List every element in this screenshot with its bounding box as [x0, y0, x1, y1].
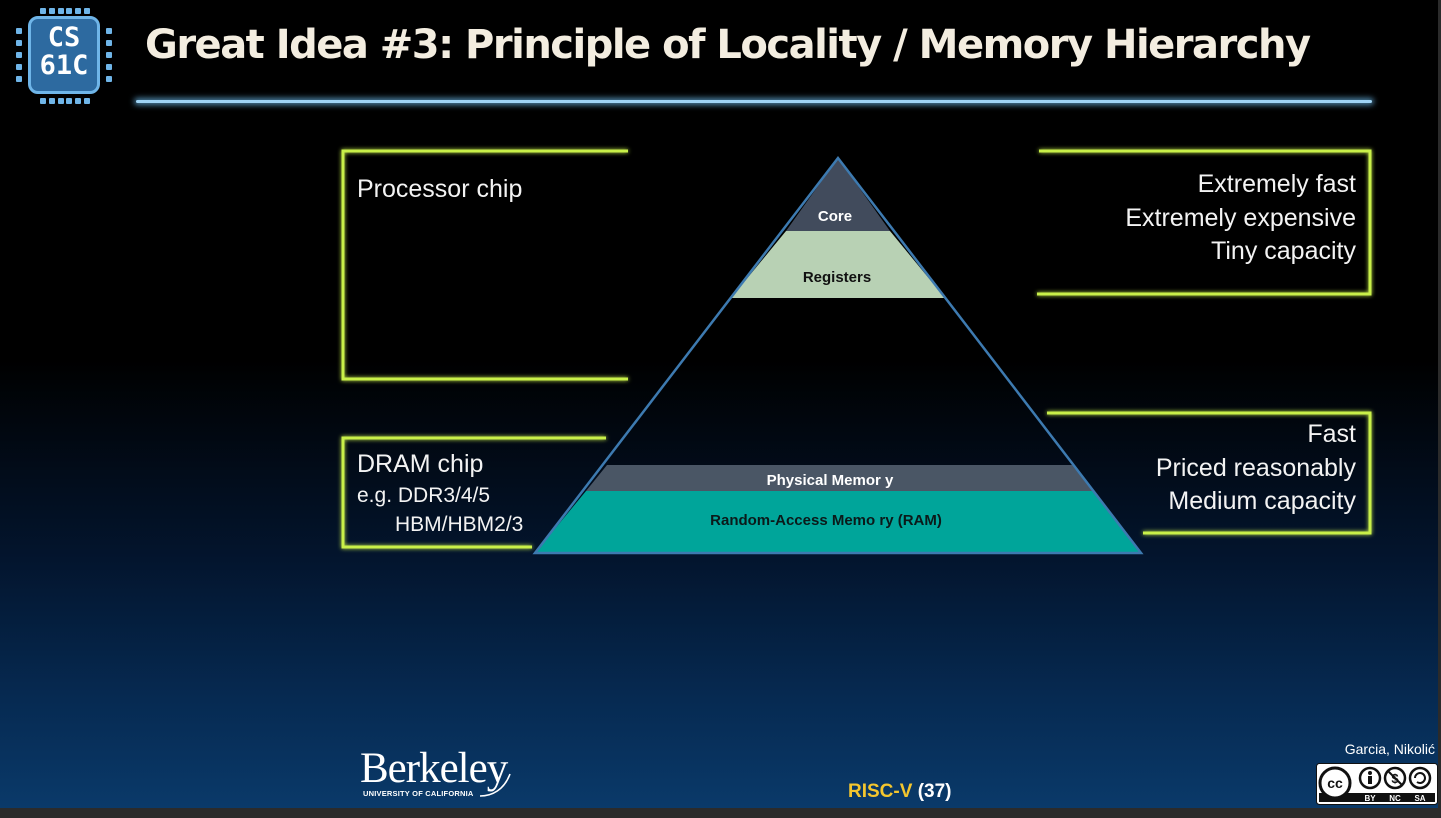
- berkeley-swash-icon: [479, 773, 511, 797]
- window-edge-bottom: [0, 808, 1441, 818]
- cc-label: cc: [1327, 775, 1343, 791]
- cc-license-badge: cc $ BY NC SA: [1316, 763, 1438, 805]
- top-right-line-2: Extremely expensive: [1125, 204, 1356, 232]
- tier-registers: [731, 231, 945, 298]
- bottom-right-bracket: [1047, 411, 1372, 535]
- slide-topic: RISC-V: [848, 781, 913, 802]
- bottom-right-line-1: Fast: [1307, 420, 1356, 448]
- window-edge-right: [1438, 0, 1441, 818]
- tier-core: [786, 158, 890, 231]
- top-right-line-3: Tiny capacity: [1211, 237, 1356, 265]
- nc-label: NC: [1389, 794, 1401, 803]
- pyramid-outline: [532, 155, 1144, 555]
- tier-physical-memory-label: Physical Memor y: [767, 472, 894, 489]
- tier-ram: [535, 491, 1141, 553]
- dram-bracket: [341, 436, 606, 549]
- bottom-right-line-2: Priced reasonably: [1156, 454, 1357, 482]
- sa-label: SA: [1414, 794, 1425, 803]
- logo-text: CS 61C: [39, 22, 89, 81]
- cc-icon: [1318, 766, 1352, 800]
- dram-example-line-1: e.g. DDR3/4/5: [357, 484, 490, 507]
- dram-chip-label: DRAM chip: [357, 450, 483, 478]
- tier-ram-label: Random-Access Memo ry (RAM): [710, 512, 942, 529]
- tier-registers-label: Registers: [803, 269, 871, 286]
- cs61c-logo: CS 61C: [14, 8, 114, 104]
- berkeley-logo: Berkeley UNIVERSITY OF CALIFORNIA: [360, 746, 520, 806]
- processor-chip-label: Processor chip: [357, 175, 522, 203]
- berkeley-wordmark: Berkeley: [360, 745, 508, 792]
- by-label: BY: [1364, 794, 1376, 803]
- berkeley-subtitle: UNIVERSITY OF CALIFORNIA: [363, 789, 474, 798]
- chip-icon: [28, 16, 100, 94]
- dram-example-line-2: HBM/HBM2/3: [395, 513, 523, 536]
- slide-number: RISC-V (37): [848, 781, 951, 803]
- slide-authors: Garcia, Nikolić: [1344, 741, 1435, 757]
- slide-title: Great Idea #3: Principle of Locality / M…: [145, 22, 1311, 68]
- slide-page-number: (37): [917, 781, 952, 802]
- top-right-line-1: Extremely fast: [1198, 170, 1356, 198]
- sa-icon: [1408, 766, 1432, 790]
- title-divider: [136, 100, 1372, 103]
- processor-bracket: [341, 149, 628, 381]
- top-right-bracket: [1037, 149, 1372, 296]
- bottom-right-line-3: Medium capacity: [1168, 487, 1356, 515]
- tier-core-label: Core: [818, 208, 852, 225]
- tier-physical-memory: [586, 465, 1093, 491]
